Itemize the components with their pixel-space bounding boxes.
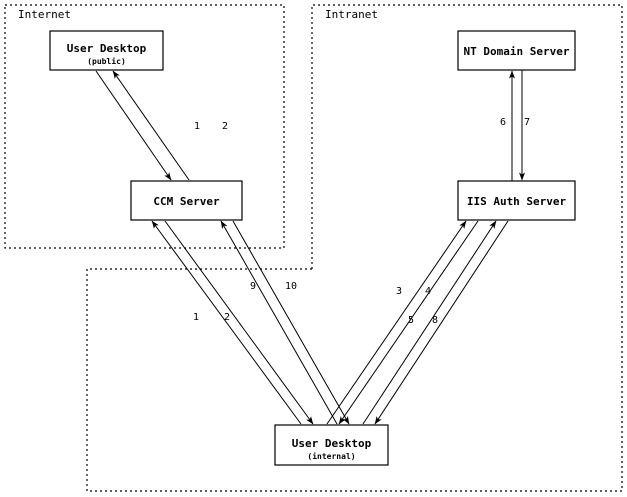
flow-label-1-public: 1 (194, 121, 200, 132)
flow-group-internal-iis-3-4: 3 4 (326, 220, 479, 425)
flow-label-3: 3 (396, 286, 402, 297)
node-user-desktop-internal-subtitle: (internal) (307, 451, 355, 461)
flow-label-2-internal: 2 (224, 312, 230, 323)
flow-group-iis-nt: 6 7 (500, 70, 530, 181)
node-user-desktop-public-box[interactable] (49, 30, 164, 71)
flow-line-4 (338, 220, 479, 425)
flow-group-internal-iis-5-8: 5 8 (362, 220, 509, 425)
flow-line-2-internal (164, 220, 314, 425)
flow-label-5: 5 (408, 315, 414, 326)
node-user-desktop-public-title: User Desktop (67, 42, 147, 55)
flow-label-6: 6 (500, 117, 506, 128)
node-iis-auth-server[interactable]: IIS Auth Server (457, 180, 576, 221)
flow-line-2-public (112, 70, 190, 181)
flow-label-9: 9 (250, 281, 256, 292)
zone-internet-border (4, 4, 285, 249)
node-ccm-server[interactable]: CCM Server (130, 180, 243, 221)
zone-internal-border (86, 268, 623, 492)
flow-label-10: 10 (285, 281, 297, 292)
node-user-desktop-public-subtitle: (public) (87, 56, 126, 66)
flow-label-7: 7 (524, 117, 530, 128)
flow-label-4: 4 (425, 286, 431, 297)
zone-intranet-label: Intranet (325, 8, 378, 21)
flow-line-10 (232, 220, 350, 425)
flow-label-8: 8 (432, 315, 438, 326)
node-user-desktop-internal-box[interactable] (274, 424, 389, 466)
zone-internet: Internet (4, 4, 285, 249)
node-ccm-server-title: CCM Server (153, 195, 220, 208)
flow-line-3 (326, 220, 467, 425)
node-nt-domain-server-title: NT Domain Server (464, 45, 570, 58)
flow-group-public-ccm: 1 2 (95, 70, 228, 181)
flow-line-1-public (95, 70, 172, 181)
node-user-desktop-public[interactable]: User Desktop (public) (49, 30, 164, 71)
node-nt-domain-server[interactable]: NT Domain Server (457, 30, 576, 71)
flow-line-1-internal (151, 220, 302, 425)
flow-line-5 (362, 220, 497, 425)
flow-line-9 (220, 220, 338, 425)
zone-intranet-border (311, 4, 623, 269)
flow-label-1-internal: 1 (193, 312, 199, 323)
flow-group-internal-ccm-1-2: 1 2 (151, 220, 314, 425)
node-user-desktop-internal[interactable]: User Desktop (internal) (274, 424, 389, 466)
node-ccm-server-box[interactable] (130, 180, 243, 221)
flow-label-2-public: 2 (222, 121, 228, 132)
node-nt-domain-server-box[interactable] (457, 30, 576, 71)
node-user-desktop-internal-title: User Desktop (292, 437, 372, 450)
zone-internal (86, 268, 623, 492)
zone-intranet: Intranet (311, 4, 623, 269)
node-iis-auth-server-title: IIS Auth Server (467, 195, 567, 208)
node-iis-auth-server-box[interactable] (457, 180, 576, 221)
zone-internet-label: Internet (18, 8, 71, 21)
flow-line-8 (374, 220, 509, 425)
flow-group-internal-ccm-9-10: 9 10 (220, 220, 350, 425)
